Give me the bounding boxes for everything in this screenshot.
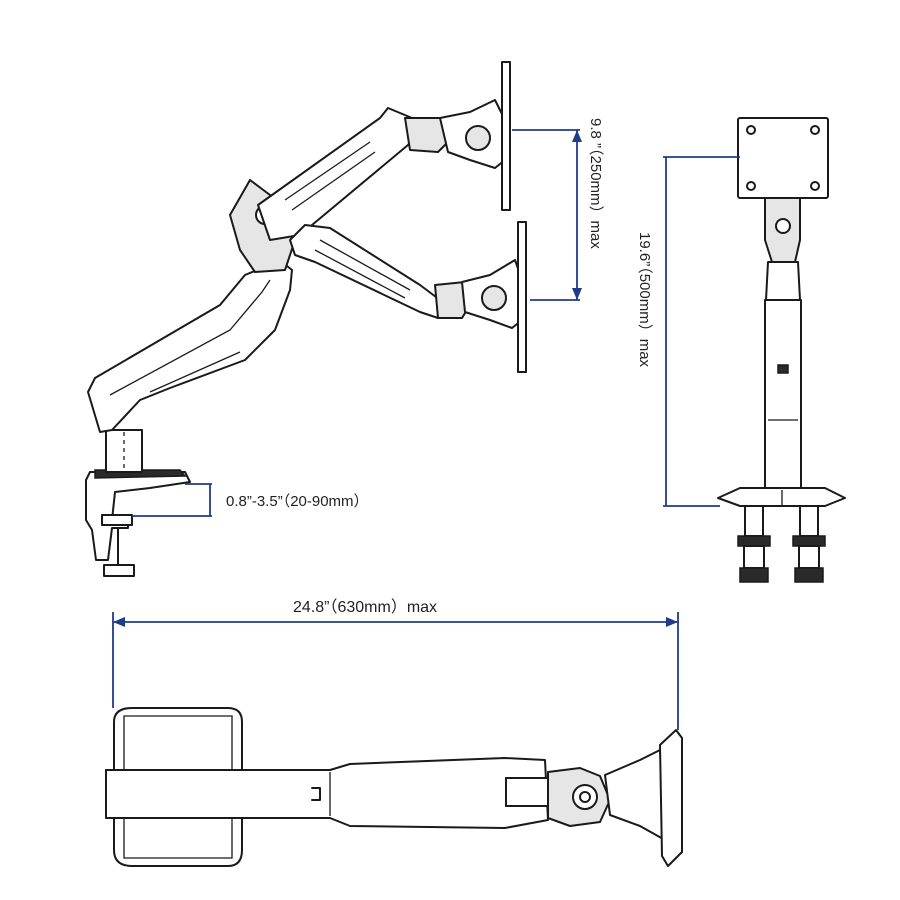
side-view-drawing xyxy=(85,61,527,577)
reach-label: 24.8”（630mm）max xyxy=(293,598,437,616)
vertical-travel-label: 9.8 ”（250mm）max xyxy=(587,118,604,249)
front-arm-badge xyxy=(777,364,789,374)
lower-vesa-plate xyxy=(517,221,527,373)
total-height-dimension: 19.6”（500mm）max xyxy=(636,156,740,507)
lower-arm xyxy=(87,261,293,433)
top-arm-knob xyxy=(311,787,321,801)
vesa-hole xyxy=(746,181,756,191)
desk-clamp xyxy=(85,471,191,561)
lower-tilt-knob xyxy=(481,285,507,311)
vertical-travel-dimension: 9.8 ”（250mm）max xyxy=(512,118,604,301)
top-view-drawing xyxy=(105,707,683,867)
vesa-hole xyxy=(746,125,756,135)
front-view-drawing xyxy=(717,117,846,583)
reach-dimension: 24.8”（630mm）max xyxy=(112,598,679,730)
total-height-label: 19.6”（500mm）max xyxy=(636,232,653,368)
front-vesa-plate xyxy=(737,117,829,199)
top-vesa-plate xyxy=(659,729,683,867)
vesa-hole xyxy=(810,181,820,191)
clamp-range-dimension: 0.8”-3.5”（20-90mm） xyxy=(132,483,369,517)
lower-arm-slot xyxy=(149,351,241,393)
front-pivot xyxy=(775,218,791,234)
lower-arm-inner xyxy=(109,279,271,396)
clamp-range-label: 0.8”-3.5”（20-90mm） xyxy=(226,493,369,510)
top-arm xyxy=(105,757,549,829)
front-elbow xyxy=(765,261,801,301)
upper-arm-1-slot xyxy=(284,141,376,211)
upper-vesa-plate xyxy=(501,61,511,211)
front-arm xyxy=(764,299,802,491)
upper-arm-1 xyxy=(257,107,419,241)
front-clamp-right xyxy=(792,505,826,583)
clamp-screw xyxy=(103,527,135,577)
upper-tilt-knob xyxy=(465,125,491,151)
front-clamp-left xyxy=(737,505,771,583)
vesa-hole xyxy=(810,125,820,135)
upper-elbow xyxy=(404,117,451,153)
upper-arm-2 xyxy=(289,224,441,319)
top-arm-end xyxy=(505,777,549,807)
upper-arm-2-slot xyxy=(314,239,411,299)
top-tilt-knob xyxy=(572,784,598,810)
clamp-bottom-plate xyxy=(101,514,133,526)
top-head-bracket xyxy=(604,749,666,841)
